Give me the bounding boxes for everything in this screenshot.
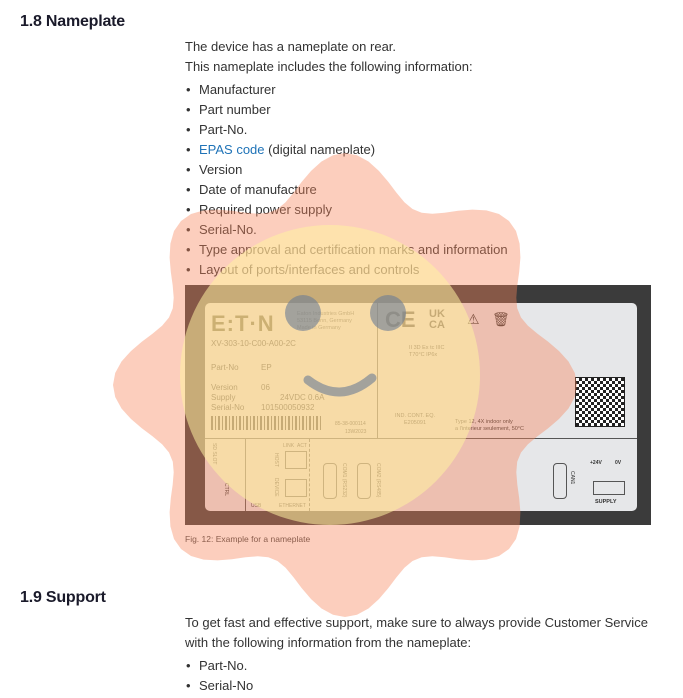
section-title-support: 1.9 Support <box>20 589 106 606</box>
list-item: Part-No. <box>185 120 508 140</box>
link-label: LINK <box>283 443 295 449</box>
address-line: Made in Germany <box>297 325 341 331</box>
intro-line: The device has a nameplate on rear. <box>185 39 397 54</box>
intro-line: This nameplate includes the following in… <box>185 59 473 74</box>
type-line: a l'interieur seulement, 50°C <box>455 426 524 432</box>
nameplate-image: E:T·N Eaton Industries GmbH 53115 Bonn, … <box>185 285 651 525</box>
serial-value: 101500050932 <box>261 403 315 412</box>
code-2: 13W2023 <box>345 429 367 435</box>
version-value: 06 <box>261 383 270 392</box>
ctrl-label: CTRL <box>223 483 229 497</box>
ethernet-port-2 <box>285 479 307 497</box>
ex-line: II 3D Ex tc IIIC <box>409 345 445 351</box>
support-info-list: Part-No. Serial-No <box>185 656 253 696</box>
list-item-text: (digital nameplate) <box>264 142 376 157</box>
eaton-logo: E:T·N <box>211 311 275 336</box>
list-item: Type approval and certification marks an… <box>185 240 508 260</box>
list-item: Part number <box>185 100 508 120</box>
host-label: HOST <box>273 453 279 467</box>
address-line: 53115 Bonn, Germany <box>297 318 352 324</box>
can1-port <box>553 463 567 499</box>
sd-slot-label: SD SLOT <box>211 443 217 465</box>
figure-caption: Fig. 12: Example for a nameplate <box>185 534 311 544</box>
epas-code-link[interactable]: EPAS code <box>199 142 265 157</box>
list-item: Version <box>185 160 508 180</box>
list-item: EPAS code (digital nameplate) <box>185 140 508 160</box>
part-label: Part-No <box>211 363 239 372</box>
supply-connector <box>593 481 625 495</box>
serial-label: Serial-No <box>211 403 245 412</box>
ul-line: IND. CONT. EQ. <box>395 413 436 419</box>
list-item: Layout of ports/interfaces and controls <box>185 260 508 280</box>
plus24v-label: +24V <box>590 460 602 466</box>
com2-port <box>357 463 371 499</box>
qr-code <box>575 377 625 427</box>
act-label: ACT <box>297 443 307 449</box>
com1-label: COM1 (RS232) <box>341 463 347 498</box>
nameplate-label: E:T·N Eaton Industries GmbH 53115 Bonn, … <box>205 303 637 511</box>
address-line: Eaton Industries GmbH <box>297 311 355 317</box>
can1-label: CAN1 <box>569 471 575 485</box>
list-item: Manufacturer <box>185 80 508 100</box>
intro-line: To get fast and effective support, make … <box>185 615 648 630</box>
usb-label: USB <box>251 503 262 509</box>
supply-port-label: SUPPLY <box>595 499 617 505</box>
support-intro: To get fast and effective support, make … <box>185 613 648 653</box>
model-number: XV-303-10-C00-A00-2C <box>211 339 296 348</box>
list-item: Date of manufacture <box>185 180 508 200</box>
part-value: EP <box>261 363 272 372</box>
list-item: Required power supply <box>185 200 508 220</box>
list-item: Serial-No <box>185 676 253 696</box>
code-1: 85-38-000114 <box>335 421 366 427</box>
com1-port <box>323 463 337 499</box>
weee-bin-icon: 🗑 <box>492 311 510 327</box>
type-line: Type 12, 4X indoor only <box>455 419 513 425</box>
ethernet-port-1 <box>285 451 307 469</box>
list-item: Serial-No. <box>185 220 508 240</box>
version-label: Version <box>211 383 238 392</box>
list-item: Part-No. <box>185 656 253 676</box>
nameplate-info-list: Manufacturer Part number Part-No. EPAS c… <box>185 80 508 280</box>
zero-v-label: 0V <box>615 460 622 466</box>
barcode <box>211 416 321 430</box>
ethernet-label: ETHERNET <box>279 503 306 509</box>
manufacturer-address: Eaton Industries GmbH 53115 Bonn, German… <box>297 311 354 332</box>
ul-marking: IND. CONT. EQ.E205091 <box>395 413 435 427</box>
ul-line: E205091 <box>404 420 427 426</box>
ex-line: T70°C IP6x <box>409 352 438 358</box>
nameplate-intro: The device has a nameplate on rear. This… <box>185 37 473 77</box>
supply-value: 24VDC 0.6A <box>280 393 325 402</box>
device-label: DEVICE <box>273 478 279 497</box>
supply-label: Supply <box>211 393 236 402</box>
com2-label: COM2 (RS485) <box>375 463 381 498</box>
ce-mark: CE <box>385 307 416 332</box>
warning-icon: ⚠ <box>467 311 480 327</box>
ukca-mark: UK CA <box>429 308 445 331</box>
intro-line: with the following information from the … <box>185 635 472 650</box>
section-title-nameplate: 1.8 Nameplate <box>20 13 126 30</box>
